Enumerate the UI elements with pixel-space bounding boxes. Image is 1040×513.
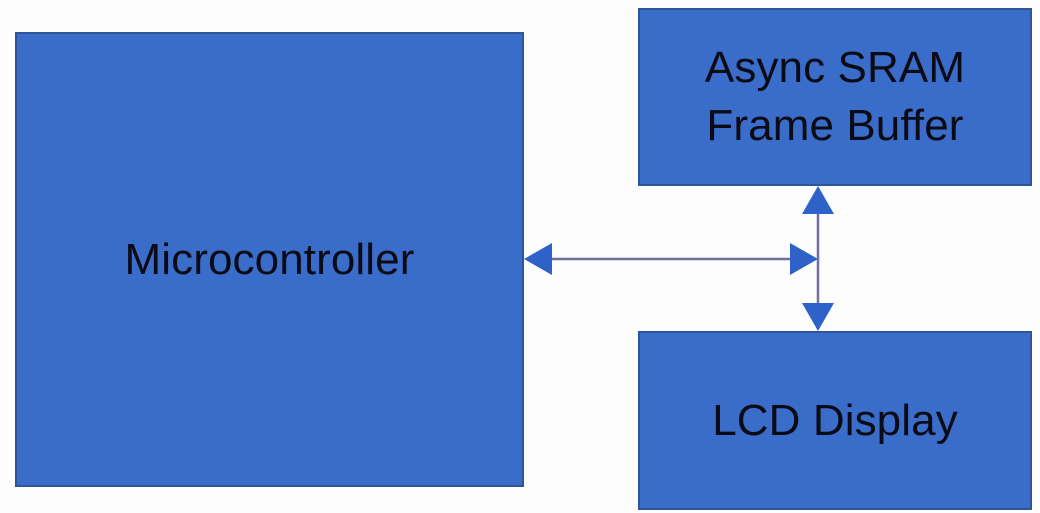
block-lcd-display-label: LCD Display — [712, 395, 958, 445]
connector-mcu-bus[interactable] — [524, 243, 818, 275]
arrow-head-up-icon — [802, 186, 834, 214]
block-microcontroller-label: Microcontroller — [124, 234, 415, 284]
block-lcd-display[interactable]: LCD Display — [638, 331, 1032, 510]
connector-sram-lcd[interactable] — [802, 186, 834, 331]
block-microcontroller[interactable]: Microcontroller — [15, 32, 524, 487]
arrow-head-down-icon — [802, 303, 834, 331]
block-async-sram-frame-buffer-label: Async SRAM Frame Buffer — [704, 43, 966, 150]
arrow-head-right-icon — [790, 243, 818, 275]
block-async-sram-frame-buffer[interactable]: Async SRAM Frame Buffer — [638, 8, 1032, 186]
arrow-head-left-icon — [524, 243, 552, 275]
